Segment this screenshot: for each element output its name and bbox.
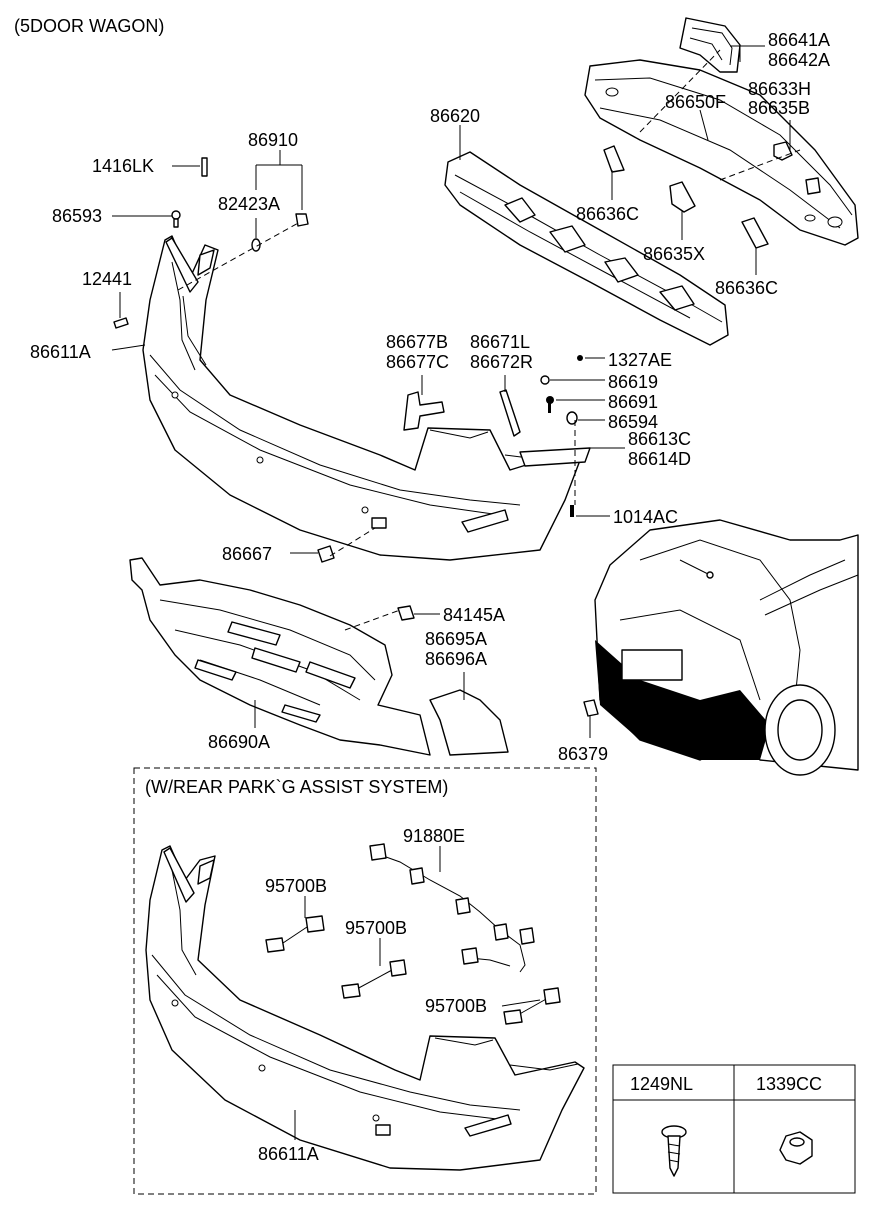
label-86614d: 86614D — [628, 449, 691, 469]
bracket-86635x — [669, 181, 696, 213]
wiring-harness — [369, 843, 535, 973]
label-86690a: 86690A — [208, 732, 270, 752]
energy-absorber — [444, 151, 729, 346]
label-84145a: 84145A — [443, 605, 505, 625]
fastener-82423a — [251, 238, 261, 252]
screw-icon — [661, 1125, 687, 1177]
label-86642a: 86642A — [768, 50, 830, 70]
side-trim-86613c — [519, 447, 591, 467]
label-95700b-c: 95700B — [425, 996, 487, 1016]
sensor-95700b-c — [503, 987, 561, 1025]
label-86633h: 86633H — [748, 79, 811, 99]
label-86910: 86910 — [248, 130, 298, 150]
label-86672r: 86672R — [470, 352, 533, 372]
label-86611a-top: 86611A — [30, 342, 91, 362]
assist-section-frame — [133, 767, 597, 1195]
page-title: (5DOOR WAGON) — [14, 16, 164, 36]
sensor-95700b-a — [265, 915, 325, 953]
rear-bumper-beam — [584, 59, 859, 246]
label-82423a: 82423A — [218, 194, 280, 214]
label-86593: 86593 — [52, 206, 102, 226]
table-header-1339cc: 1339CC — [756, 1074, 822, 1094]
beam-bracket-upper — [679, 17, 741, 73]
label-1416lk: 1416LK — [92, 156, 154, 176]
label-86691: 86691 — [608, 392, 658, 412]
label-91880e: 91880E — [403, 826, 465, 846]
label-86641a: 86641A — [768, 30, 830, 50]
sensor-95700b-b — [341, 959, 407, 999]
part-86379 — [583, 699, 599, 717]
fastener-12441 — [113, 317, 129, 329]
label-86677c: 86677C — [386, 352, 449, 372]
label-86671l: 86671L — [470, 332, 530, 352]
bracket-86636c-b — [741, 217, 769, 249]
label-12441: 12441 — [82, 269, 132, 289]
label-1014ac: 1014AC — [613, 507, 678, 527]
label-86650f: 86650F — [665, 92, 726, 112]
label-95700b-b: 95700B — [345, 918, 407, 938]
fastener-1014ac — [570, 505, 574, 517]
beam-clip — [773, 141, 821, 195]
label-86677b: 86677B — [386, 332, 448, 352]
fastener-86910 — [295, 213, 309, 227]
side-bracket-86695a — [429, 689, 509, 756]
side-bracket-86671l — [499, 389, 521, 437]
car-rear-view — [594, 519, 859, 776]
label-86636c-a: 86636C — [576, 204, 639, 224]
bumper-cover-main — [142, 235, 583, 561]
label-95700b-a: 95700B — [265, 876, 327, 896]
side-bracket-86677 — [403, 391, 445, 431]
label-86379: 86379 — [558, 744, 608, 764]
label-86695a: 86695A — [425, 629, 487, 649]
label-86667: 86667 — [222, 544, 272, 564]
plug-86667 — [317, 545, 335, 563]
nut-icon — [779, 1131, 813, 1165]
fastener-1416lk — [201, 157, 208, 177]
table-header-1249nl: 1249NL — [630, 1074, 693, 1094]
fastener-86619 — [540, 375, 550, 385]
label-1327ae: 1327AE — [608, 350, 672, 370]
label-86635x: 86635X — [643, 244, 705, 264]
bracket-86636c-a — [603, 145, 625, 173]
label-86636c-b: 86636C — [715, 278, 778, 298]
under-cover — [129, 557, 431, 756]
label-86594: 86594 — [608, 412, 658, 432]
label-86635b: 86635B — [748, 98, 810, 118]
label-86620: 86620 — [430, 106, 480, 126]
fastener-86593 — [171, 210, 181, 228]
fastener-table: 1249NL 1339CC — [612, 1064, 856, 1194]
label-86613c: 86613C — [628, 429, 691, 449]
nut-84145a — [397, 605, 415, 621]
assist-section-title: (W/REAR PARK`G ASSIST SYSTEM) — [145, 777, 448, 797]
fastener-86691 — [546, 396, 554, 413]
label-86611a-bottom: 86611A — [258, 1144, 319, 1164]
fastener-1327ae — [577, 355, 583, 361]
label-86696a: 86696A — [425, 649, 487, 669]
bumper-cover-assist — [145, 845, 585, 1171]
label-86619: 86619 — [608, 372, 658, 392]
